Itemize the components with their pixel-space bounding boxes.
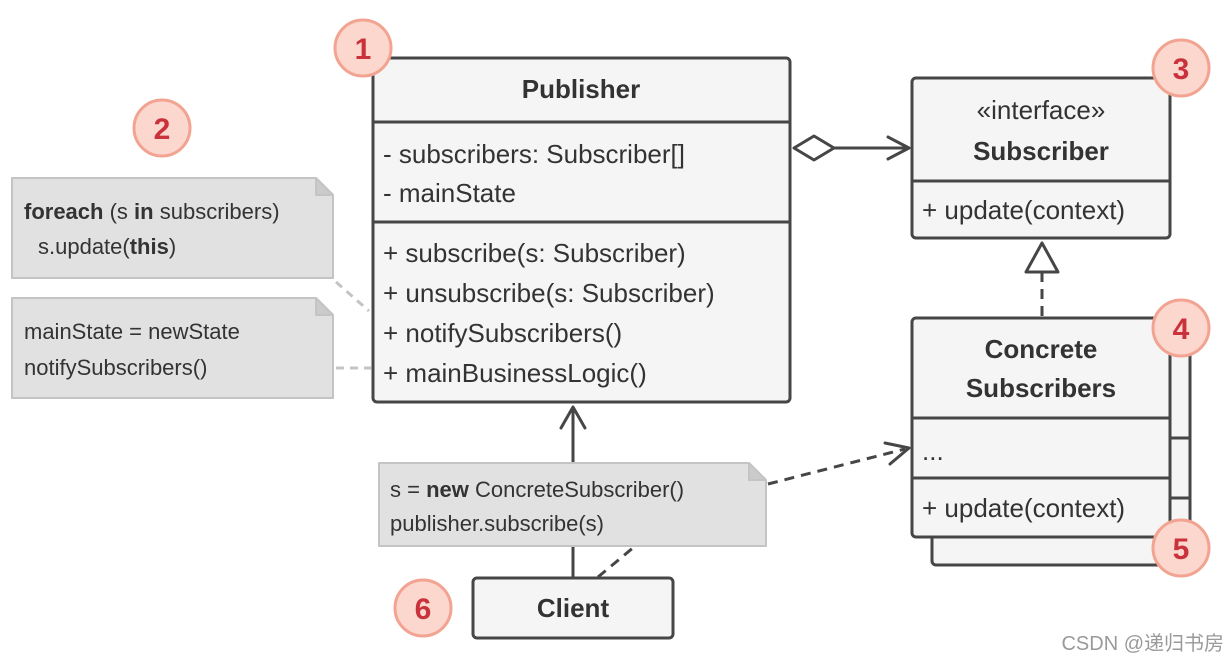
note-text-fragment: s.update(: [38, 234, 130, 259]
dependency-line: [767, 447, 906, 486]
publisher-box: [371, 56, 792, 404]
marker-number: 2: [154, 113, 171, 146]
note-text-fragment: subscribers): [154, 199, 280, 224]
publisher-method-subscribe: + subscribe(s: Subscriber): [383, 238, 686, 268]
interface-stereotype: «interface»: [977, 95, 1106, 125]
keyword-in: in: [134, 199, 154, 224]
marker-number: 3: [1173, 53, 1190, 86]
publisher-class-name: Publisher: [522, 74, 640, 104]
keyword-this: this: [130, 234, 169, 259]
note-notify-line-1: foreach (s in subscribers): [24, 199, 280, 224]
open-arrowhead-icon: [886, 135, 911, 161]
note-text-fragment: ): [169, 234, 176, 259]
marker-circle: [132, 98, 192, 158]
subscriber-interface: «interface» Subscriber + update(context): [910, 76, 1172, 240]
aggregation-relationship: [792, 134, 911, 162]
note-notify-connector: [335, 280, 370, 313]
realization-relationship: [1024, 241, 1060, 317]
note-client-line-2: publisher.subscribe(s): [390, 511, 604, 536]
step-marker-2: 2: [132, 98, 192, 158]
keyword-new: new: [426, 477, 470, 502]
open-arrowhead-icon: [559, 405, 587, 430]
concrete-fields-ellipsis: ...: [922, 436, 944, 466]
note-business-logic: mainState = newState notifySubscribers(): [11, 297, 334, 399]
client-class: Client: [471, 576, 675, 640]
note-text-fragment: (s: [103, 199, 134, 224]
note-notify-line-2: s.update(this): [38, 234, 176, 259]
subscriber-box: [910, 76, 1172, 240]
note-client-line-1: s = new ConcreteSubscriber(): [390, 477, 684, 502]
marker-number: 1: [355, 33, 372, 66]
note-logic-line-2: notifySubscribers(): [24, 355, 207, 380]
concrete-class-name-line-2: Subscribers: [966, 373, 1116, 403]
marker-circle: [1151, 38, 1211, 98]
note-body: [378, 462, 767, 547]
marker-number: 4: [1173, 313, 1190, 346]
note-notify-loop: foreach (s in subscribers) s.update(this…: [11, 177, 334, 279]
client-box: [471, 576, 675, 640]
client-class-name: Client: [537, 593, 610, 623]
note-text-fragment: ConcreteSubscriber(): [469, 477, 684, 502]
concrete-subscribers-class: Concrete Subscribers ... + update(contex…: [910, 316, 1192, 567]
marker-number: 5: [1173, 533, 1190, 566]
watermark: CSDN @递归书房: [1061, 632, 1224, 655]
concrete-subscribers-box: [910, 316, 1172, 539]
marker-circle: [1151, 518, 1211, 578]
instantiation-dependency: [767, 441, 911, 486]
publisher-method-notify: + notifySubscribers(): [383, 318, 622, 348]
subscriber-method-update: + update(context): [922, 195, 1125, 225]
publisher-field-mainstate: - mainState: [383, 178, 516, 208]
hollow-triangle-icon: [1024, 241, 1060, 274]
publisher-class: Publisher - subscribers: Subscriber[] - …: [371, 56, 792, 404]
step-marker-6: 6: [393, 578, 453, 638]
step-marker-3: 3: [1151, 38, 1211, 98]
note-client-setup: s = new ConcreteSubscriber() publisher.s…: [378, 462, 767, 547]
note-fold-corner: [748, 462, 767, 481]
note-fold-corner: [315, 297, 334, 316]
step-marker-1: 1: [333, 18, 393, 78]
keyword-foreach: foreach: [24, 199, 103, 224]
concrete-class-name-line-1: Concrete: [985, 334, 1098, 364]
publisher-method-business-logic: + mainBusinessLogic(): [383, 358, 647, 388]
step-marker-5: 5: [1151, 518, 1211, 578]
marker-circle: [393, 578, 453, 638]
open-arrowhead-icon: [883, 441, 911, 466]
marker-number: 6: [415, 593, 432, 626]
concrete-method-update: + update(context): [922, 493, 1125, 523]
aggregation-diamond-icon: [792, 134, 836, 162]
publisher-field-subscribers: - subscribers: Subscriber[]: [383, 139, 685, 169]
client-note-connector: [597, 545, 635, 579]
subscriber-interface-name: Subscriber: [973, 136, 1109, 166]
note-body: [11, 297, 334, 399]
note-body: [11, 177, 334, 279]
marker-circle: [1151, 298, 1211, 358]
note-logic-line-1: mainState = newState: [24, 319, 240, 344]
note-fold-corner: [315, 177, 334, 196]
note-text-fragment: s =: [390, 477, 426, 502]
step-marker-4: 4: [1151, 298, 1211, 358]
publisher-method-unsubscribe: + unsubscribe(s: Subscriber): [383, 278, 715, 308]
marker-circle: [333, 18, 393, 78]
